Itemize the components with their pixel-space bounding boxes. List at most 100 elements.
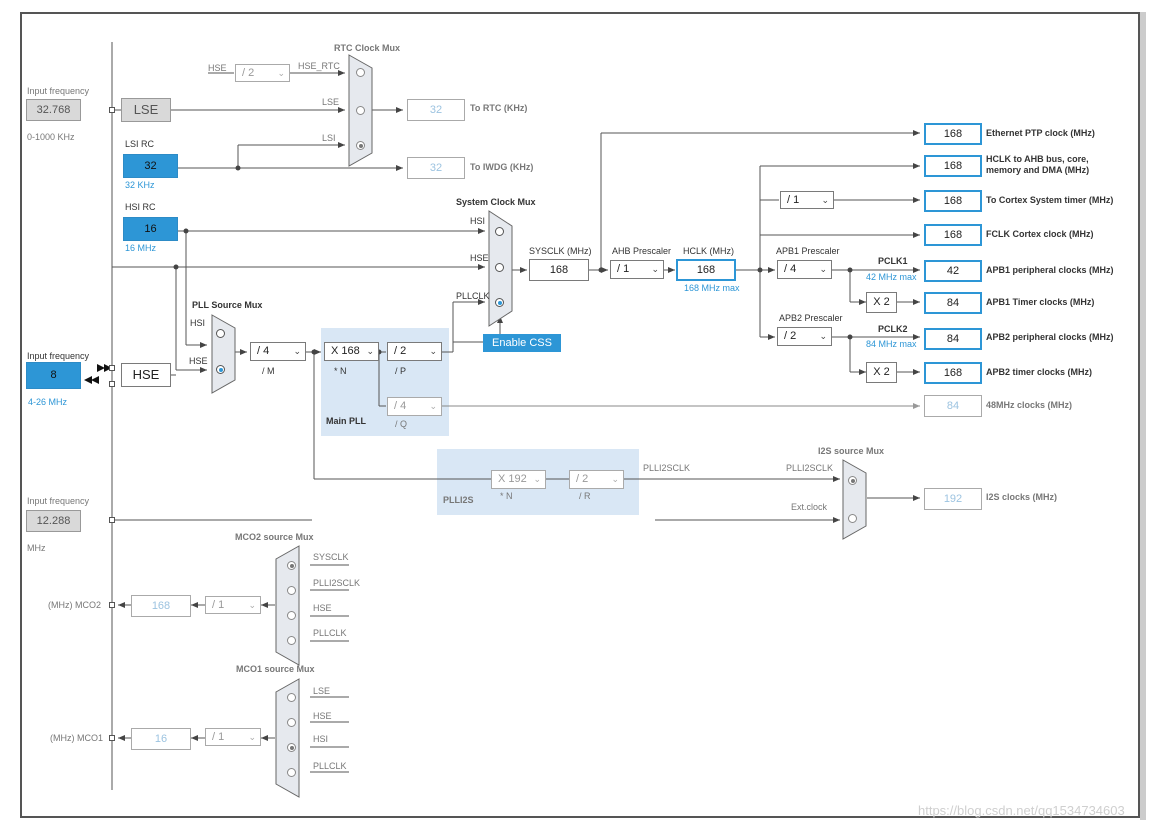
watermark: https://blog.csdn.net/qq1534734603 <box>918 803 1125 818</box>
sysclk-label: SYSCLK (MHz) <box>529 246 592 256</box>
mco1-divider[interactable]: / 1⌄ <box>205 728 261 746</box>
mco1-in-hse: HSE <box>313 711 332 721</box>
mco1-radio-hse[interactable] <box>287 718 296 727</box>
i2s-input-unit: MHz <box>27 543 46 553</box>
lse-oscillator[interactable]: LSE <box>121 98 171 122</box>
pll-n-label: * N <box>334 366 347 376</box>
pclk1-max: 42 MHz max <box>866 272 917 282</box>
plli2s-r-divider[interactable]: / 2⌄ <box>569 470 624 489</box>
mco1-radio-pllclk[interactable] <box>287 768 296 777</box>
lse-input-field[interactable]: 32.768 <box>26 99 81 121</box>
output-fclk-value[interactable]: 168 <box>924 224 982 246</box>
i2s-mux-radio-plli2s[interactable] <box>848 476 857 485</box>
pll-q-divider[interactable]: / 4⌄ <box>387 397 442 416</box>
pll-src-mux-shape <box>211 314 236 394</box>
output-48mhz-value: 84 <box>924 395 982 417</box>
hse-port-in <box>109 365 115 371</box>
pll-p-label: / P <box>395 366 407 376</box>
mco1-radio-lse[interactable] <box>287 693 296 702</box>
hse-input-range: 4-26 MHz <box>28 397 68 407</box>
hse-oscillator[interactable]: HSE <box>121 363 171 387</box>
cortex-timer-divider[interactable]: / 1⌄ <box>780 191 834 209</box>
rtc-mux-radio-hse[interactable] <box>356 68 365 77</box>
sysmux-radio-pllclk[interactable] <box>495 298 504 307</box>
mco1-value: 16 <box>131 728 191 750</box>
i2s-mux-in-ext: Ext.clock <box>791 502 828 512</box>
mco2-radio-sysclk[interactable] <box>287 561 296 570</box>
output-ethernet-ptp-value[interactable]: 168 <box>924 123 982 145</box>
plli2s-out-label: PLLI2SCLK <box>643 463 691 473</box>
pll-p-divider[interactable]: / 2⌄ <box>387 342 442 361</box>
ahb-prescaler-label: AHB Prescaler <box>612 246 672 256</box>
rtc-output-value: 32 <box>407 99 465 121</box>
hsi-rc-freq: 16 MHz <box>125 243 157 253</box>
mco2-radio-plli2sclk[interactable] <box>287 586 296 595</box>
ahb-prescaler[interactable]: / 1⌄ <box>610 260 664 279</box>
i2s-mux-shape <box>842 459 867 540</box>
iwdg-output-label: To IWDG (KHz) <box>470 162 534 172</box>
mco1-in-hsi: HSI <box>313 734 329 744</box>
rtc-mux-radio-lsi[interactable] <box>356 141 365 150</box>
rtc-hse-divider[interactable]: / 2⌄ <box>235 64 290 82</box>
chevron-down-icon: ⌄ <box>819 331 827 341</box>
apb1-prescaler-label: APB1 Prescaler <box>776 246 840 256</box>
chevron-down-icon: ⌄ <box>533 474 541 484</box>
sysclk-value[interactable]: 168 <box>529 259 589 281</box>
pll-src-radio-hsi[interactable] <box>216 329 225 338</box>
mco2-radio-pllclk[interactable] <box>287 636 296 645</box>
plli2s-n-label: * N <box>500 491 513 501</box>
plli2s-n-multiplier[interactable]: X 192⌄ <box>491 470 546 489</box>
output-apb2-periph-value[interactable]: 84 <box>924 328 982 350</box>
hse-input-field[interactable]: 8 <box>26 362 81 389</box>
output-apb1-timer-value[interactable]: 84 <box>924 292 982 314</box>
i2s-mux-in-plli2sclk: PLLI2SCLK <box>786 463 834 473</box>
enable-css-button[interactable]: Enable CSS <box>483 334 561 352</box>
apb1-prescaler[interactable]: / 4⌄ <box>777 260 832 279</box>
output-apb2-periph-label: APB2 peripheral clocks (MHz) <box>986 332 1114 342</box>
hclk-value[interactable]: 168 <box>676 259 736 281</box>
output-hclk-ahb-value[interactable]: 168 <box>924 155 982 177</box>
output-apb2-timer-label: APB2 timer clocks (MHz) <box>986 367 1093 377</box>
mco1-mux-title: MCO1 source Mux <box>236 664 315 674</box>
apb2-prescaler-label: APB2 Prescaler <box>779 313 843 323</box>
mco1-radio-hsi[interactable] <box>287 743 296 752</box>
rtc-mux-radio-lse[interactable] <box>356 106 365 115</box>
output-48mhz-label: 48MHz clocks (MHz) <box>986 400 1073 410</box>
lse-port <box>109 107 115 113</box>
clock-config-canvas <box>20 12 1140 818</box>
output-apb1-periph-value[interactable]: 42 <box>924 260 982 282</box>
pll-src-hsi-label: HSI <box>190 318 206 328</box>
lsi-rc-value: 32 <box>123 154 178 178</box>
sysmux-radio-hsi[interactable] <box>495 227 504 236</box>
i2s-input-field[interactable]: 12.288 <box>26 510 81 532</box>
output-apb1-timer-label: APB1 Timer clocks (MHz) <box>986 297 1095 307</box>
hclk-max: 168 MHz max <box>684 283 740 293</box>
output-cortex-timer-value[interactable]: 168 <box>924 190 982 212</box>
rtc-lse-label: LSE <box>322 97 340 107</box>
i2s-output-value: 192 <box>924 488 982 510</box>
output-ethernet-ptp-label: Ethernet PTP clock (MHz) <box>986 128 1095 138</box>
chevron-down-icon: ⌄ <box>819 264 827 274</box>
sysmux-radio-hse[interactable] <box>495 263 504 272</box>
apb2-prescaler[interactable]: / 2⌄ <box>777 327 832 346</box>
rtc-output-label: To RTC (KHz) <box>470 103 528 113</box>
mco1-label: (MHz) MCO1 <box>50 733 103 743</box>
pll-m-divider[interactable]: / 4⌄ <box>250 342 306 361</box>
hse-input-label: Input frequency <box>27 351 90 361</box>
mco1-in-lse: LSE <box>313 686 331 696</box>
output-cortex-timer-label: To Cortex System timer (MHz) <box>986 195 1114 205</box>
plli2s-name: PLLI2S <box>443 495 474 505</box>
output-apb1-periph-label: APB1 peripheral clocks (MHz) <box>986 265 1114 275</box>
pll-n-multiplier[interactable]: X 168⌄ <box>324 342 379 361</box>
rtc-hse-rtc-label: HSE_RTC <box>298 61 340 71</box>
output-hclk-ahb-label: HCLK to AHB bus, core, memory and DMA (M… <box>986 154 1090 175</box>
sysmux-pllclk-label: PLLCLK <box>456 291 490 301</box>
rtc-hse-label: HSE <box>208 63 227 73</box>
lse-input-range: 0-1000 KHz <box>27 132 75 142</box>
mco2-radio-hse[interactable] <box>287 611 296 620</box>
i2s-mux-radio-ext[interactable] <box>848 514 857 523</box>
output-apb2-timer-value[interactable]: 168 <box>924 362 982 384</box>
pll-src-radio-hse[interactable] <box>216 365 225 374</box>
apb1-timer-multiplier: X 2 <box>866 292 897 313</box>
mco2-divider[interactable]: / 1⌄ <box>205 596 261 614</box>
